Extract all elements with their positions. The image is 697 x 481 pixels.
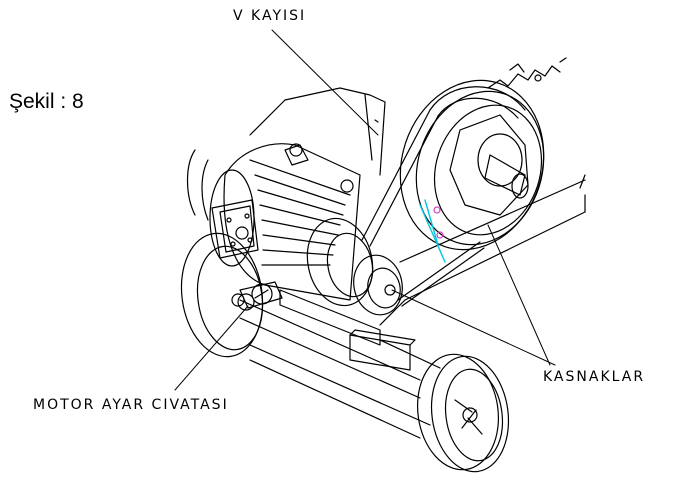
belt-alignment-marks [419,199,446,263]
v-belt-callout: V KAYISI [233,8,307,24]
left-wheel [180,232,264,358]
pulleys-callout: KASNAKLAR [543,369,646,385]
pulley-leader-line-small [391,289,556,366]
motor-pulley [306,217,403,316]
pulley-leader-line-large [487,224,551,366]
motor-adjust-bolt-callout: MOTOR AYAR CIVATASI [33,397,229,413]
v-belt-leader-line [271,29,379,136]
motor-adjust-bolt [237,281,283,311]
leader-lines [174,29,556,391]
machine-frame [186,87,386,221]
motor-bolt-leader-line [174,305,249,391]
sprocket [487,57,567,89]
motor-mount-block [279,289,416,371]
driven-pulley [399,79,545,251]
v-belt [361,86,526,307]
right-wheel [416,353,510,473]
electric-motor [209,143,361,301]
figure-label: Şekil : 8 [9,90,84,113]
base-rails [239,174,586,439]
